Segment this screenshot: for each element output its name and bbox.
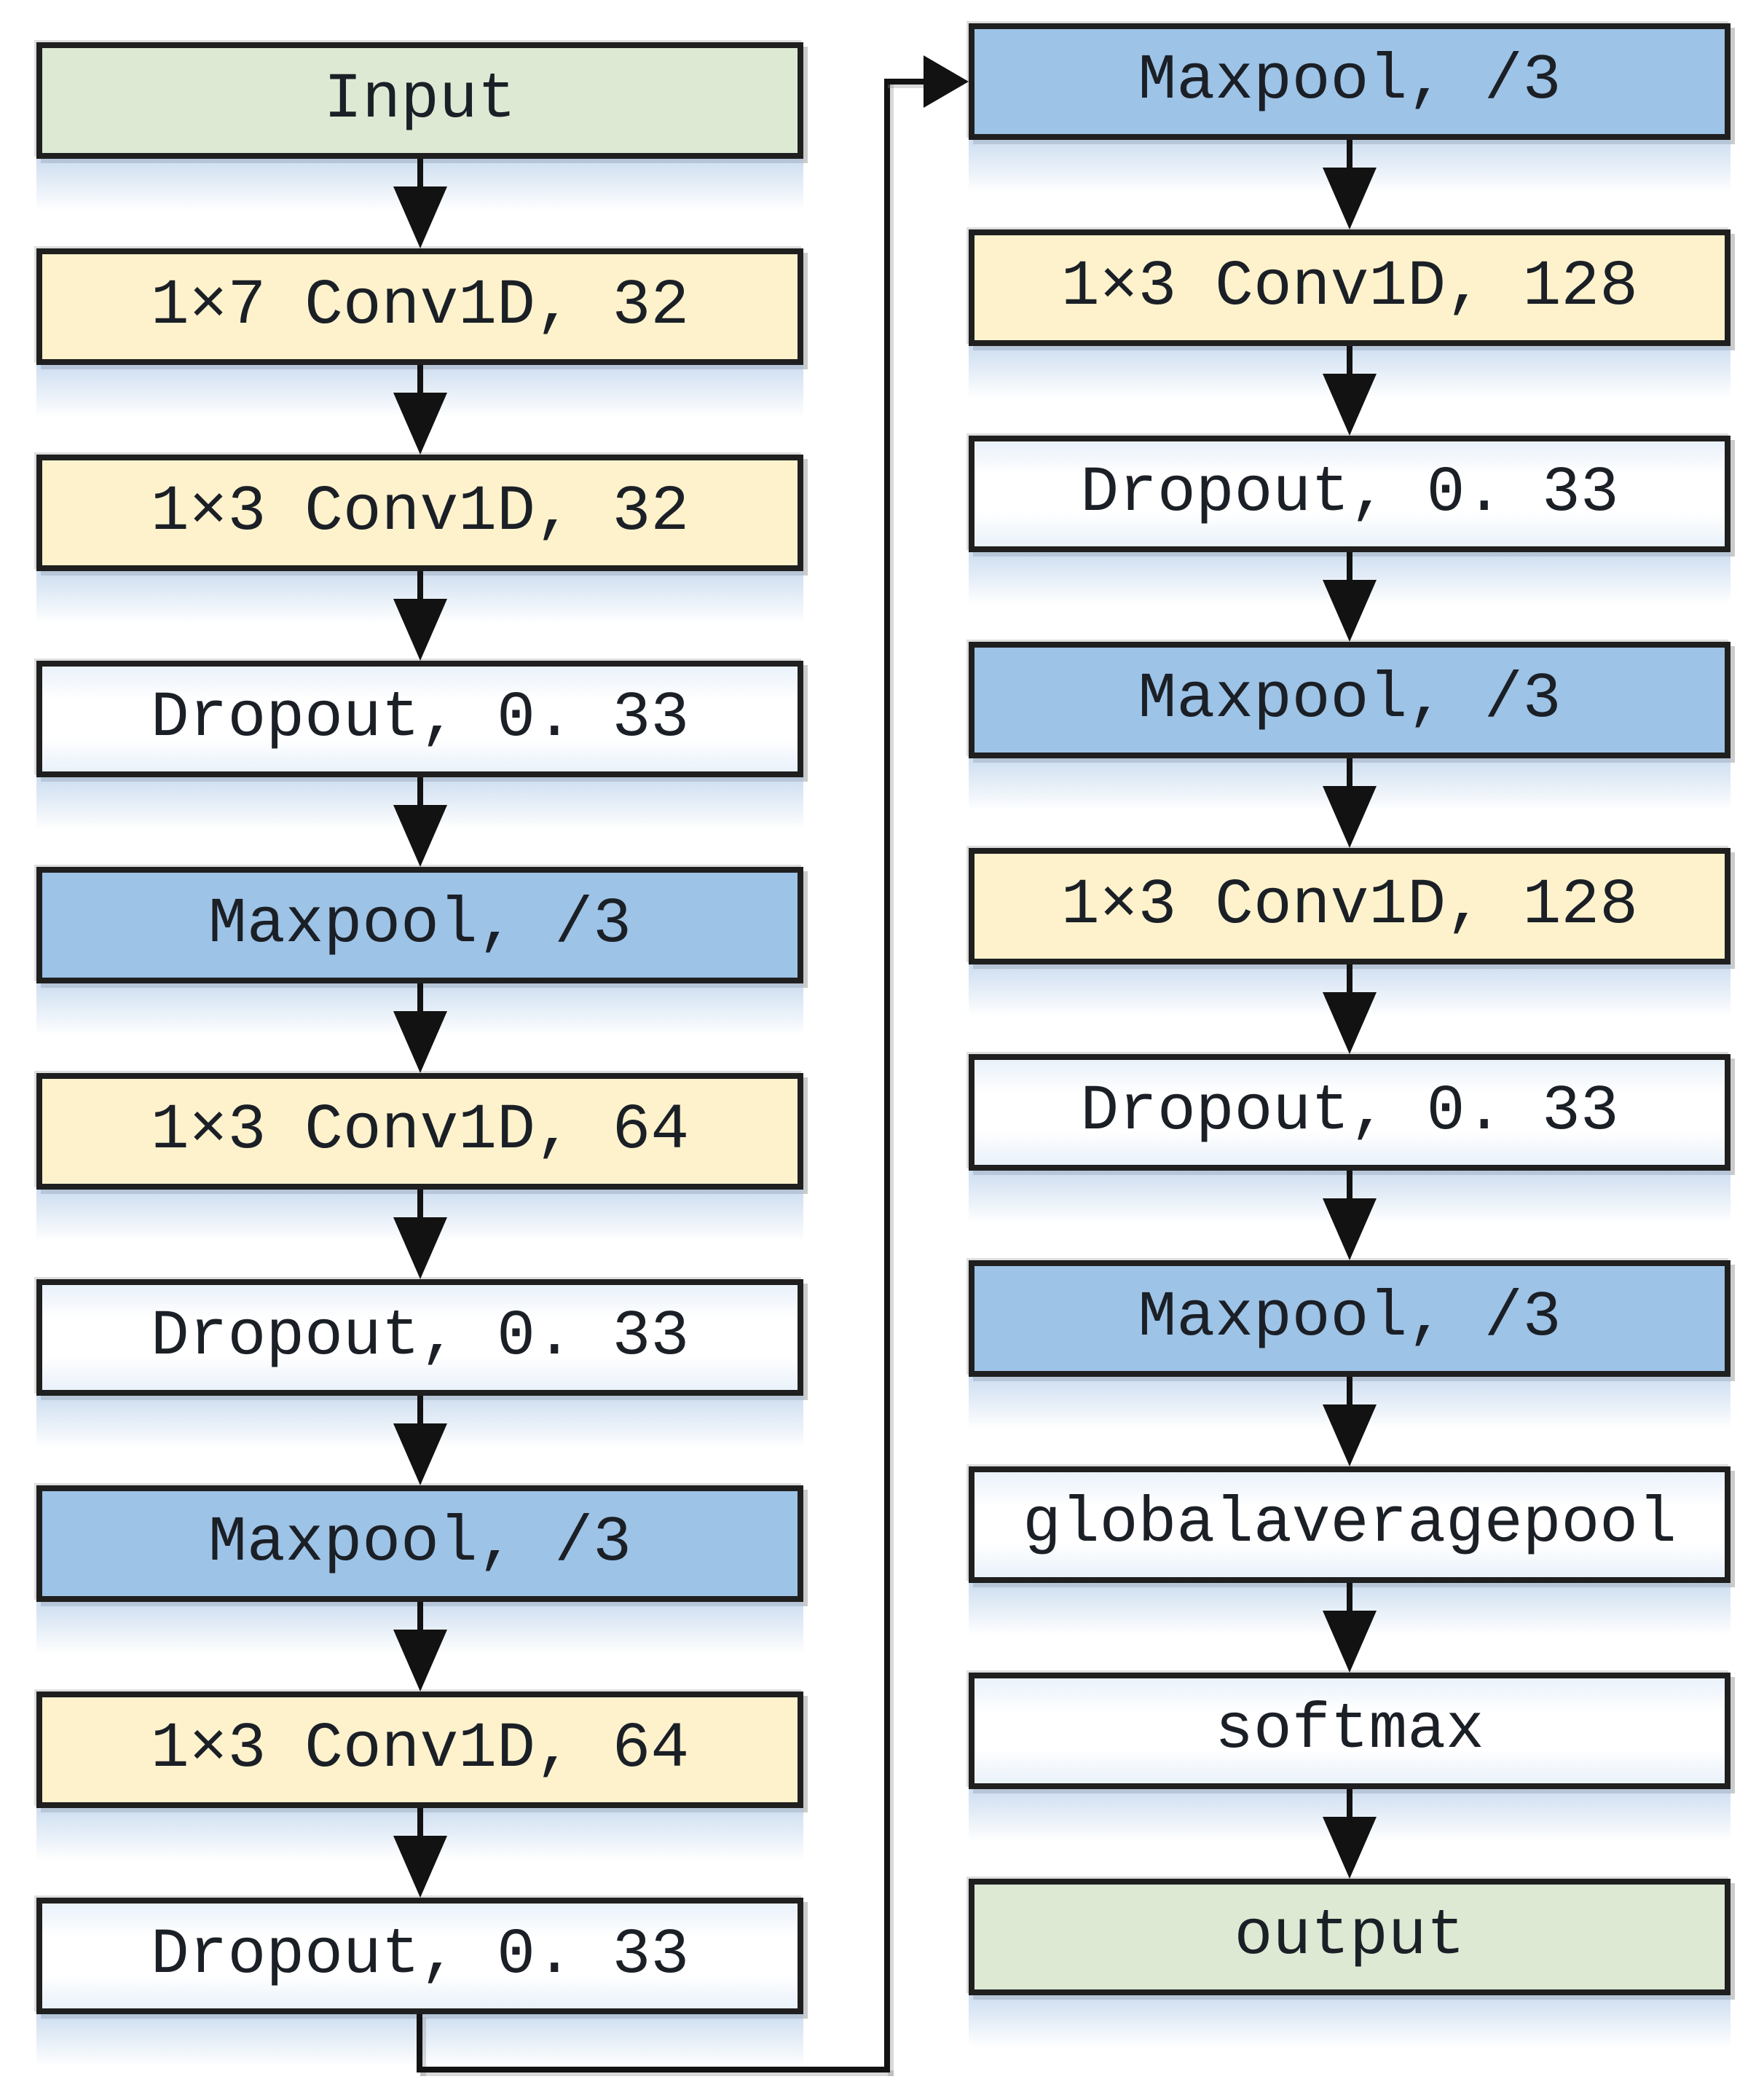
layer-label: softmax (1215, 1694, 1484, 1767)
layer-box-left-3: Dropout, 0. 33 (36, 661, 803, 830)
layer-label: Input (323, 64, 516, 136)
arrow-down-icon (393, 571, 447, 661)
arrow-down-icon (1323, 346, 1377, 436)
arrow-down-icon (393, 983, 447, 1073)
layer-label: Maxpool, /3 (208, 1507, 631, 1579)
arrow-down-icon (393, 365, 447, 455)
layer-box-left-6: Dropout, 0. 33 (36, 1279, 803, 1448)
layer-box-left-0: Input (36, 42, 803, 211)
layer-label: globalaveragepool (1023, 1488, 1677, 1560)
layer-label: 1×3 Conv1D, 64 (150, 1095, 690, 1167)
layer-label: Dropout, 0. 33 (150, 683, 690, 755)
layer-box-left-7: Maxpool, /3 (36, 1485, 803, 1654)
skip-connector-segment-bottom (417, 2067, 890, 2073)
layer-box-left-9: Dropout, 0. 33 (36, 1898, 803, 2067)
layer-box-right-7: globalaveragepool (969, 1466, 1730, 1635)
layer-box-left-8: 1×3 Conv1D, 64 (36, 1692, 803, 1861)
layer-label: Dropout, 0. 33 (1080, 1076, 1619, 1148)
arrow-down-icon (1323, 1583, 1377, 1673)
arrow-down-icon (393, 1602, 447, 1692)
skip-connector-segment-top (884, 79, 925, 85)
layer-label: 1×3 Conv1D, 128 (1060, 870, 1639, 942)
layer-box-left-4: Maxpool, /3 (36, 867, 803, 1036)
arrow-down-icon (1323, 758, 1377, 848)
layer-box-right-8: softmax (969, 1673, 1730, 1842)
layer-label: Dropout, 0. 33 (1080, 457, 1619, 530)
layer-label: Dropout, 0. 33 (150, 1301, 690, 1373)
layer-box-right-2: Dropout, 0. 33 (969, 436, 1730, 605)
arrow-down-icon (393, 159, 447, 248)
layer-box-right-6: Maxpool, /3 (969, 1260, 1730, 1429)
arrow-down-icon (393, 777, 447, 867)
arrow-down-icon (393, 1396, 447, 1485)
layer-box-right-5: Dropout, 0. 33 (969, 1054, 1730, 1223)
layer-label: output (1234, 1901, 1465, 1973)
layer-label: Maxpool, /3 (1138, 45, 1562, 117)
layer-label: 1×3 Conv1D, 64 (150, 1713, 690, 1785)
arrow-down-icon (393, 1190, 447, 1279)
arrow-down-icon (1323, 552, 1377, 642)
arrow-down-icon (1323, 1789, 1377, 1879)
arrow-down-icon (1323, 1171, 1377, 1260)
layer-label: Dropout, 0. 33 (150, 1920, 690, 1992)
layer-label: 1×7 Conv1D, 32 (150, 270, 690, 342)
layer-box-right-3: Maxpool, /3 (969, 642, 1730, 811)
arrow-right-icon (924, 55, 969, 108)
arrow-down-icon (393, 1808, 447, 1898)
layer-box-right-4: 1×3 Conv1D, 128 (969, 848, 1730, 1017)
layer-label: Maxpool, /3 (1138, 1282, 1562, 1354)
arrow-down-icon (1323, 140, 1377, 229)
arrow-down-icon (1323, 964, 1377, 1054)
layer-box-right-0: Maxpool, /3 (969, 23, 1730, 192)
layer-box-left-1: 1×7 Conv1D, 32 (36, 248, 803, 417)
layer-box-left-2: 1×3 Conv1D, 32 (36, 455, 803, 624)
layer-label: 1×3 Conv1D, 128 (1060, 251, 1639, 323)
layer-box-right-9: output (969, 1879, 1730, 2048)
arrow-down-icon (1323, 1377, 1377, 1466)
layer-label: Maxpool, /3 (1138, 664, 1562, 736)
layer-label: Maxpool, /3 (208, 889, 631, 961)
layer-box-left-5: 1×3 Conv1D, 64 (36, 1073, 803, 1242)
layer-label: 1×3 Conv1D, 32 (150, 476, 690, 549)
skip-connector-segment-down (417, 2014, 422, 2073)
layer-box-right-1: 1×3 Conv1D, 128 (969, 229, 1730, 398)
skip-connector-segment-up (884, 79, 890, 2073)
